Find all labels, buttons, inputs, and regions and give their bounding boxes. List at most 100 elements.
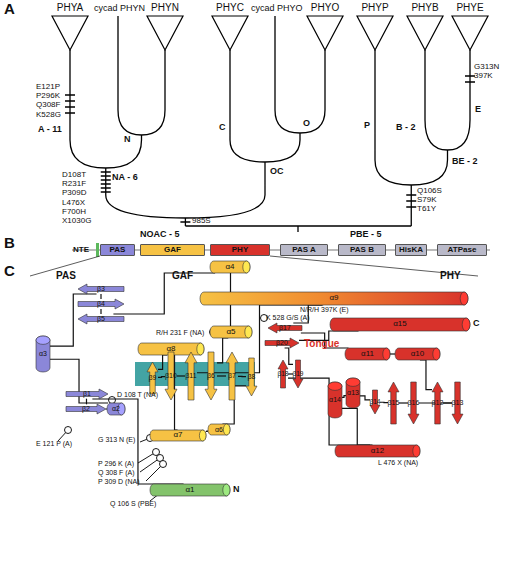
shape-outline (345, 348, 390, 360)
figure-label: BE - 2 (452, 156, 478, 166)
node-label: β19 (293, 370, 304, 377)
helix-body (200, 292, 468, 305)
shape-outline (265, 338, 299, 348)
node-label: β1 (83, 390, 91, 398)
node-label: β15 (388, 399, 400, 407)
loop-connector (342, 396, 346, 398)
shape-outline (408, 382, 419, 424)
strand-arrow: β9 (147, 362, 158, 394)
loop-connector (217, 338, 228, 363)
shape-outline (78, 284, 124, 294)
strand-arrow: β2 (66, 404, 106, 414)
clade-triangle: PHYA (52, 2, 88, 50)
helix-body (345, 348, 390, 360)
strand-arrow: β4 (78, 299, 124, 309)
node-label: PHYP (361, 2, 388, 13)
strand-arrow: β1 (66, 389, 108, 399)
strand-arrow: β13 (452, 382, 463, 424)
node-label: β6 (207, 372, 215, 380)
helix-body (36, 336, 50, 372)
loop-connector (100, 309, 101, 314)
loop-connector (238, 376, 246, 378)
node-label: α5 (226, 328, 235, 337)
helix-cylinder: α5 (210, 326, 252, 338)
strand-arrow (78, 299, 124, 309)
node-label: PHYA (57, 2, 84, 13)
clade-triangle (212, 16, 248, 50)
zoom-lines (30, 256, 478, 276)
node-label: ATPase (448, 246, 477, 255)
strand-arrow: β3 (78, 284, 124, 294)
shape-outline (210, 261, 250, 273)
figure-label: PHY (440, 270, 461, 282)
strand-arrow (205, 352, 217, 400)
helix-end (433, 348, 440, 360)
shape-outline (147, 16, 183, 50)
domain-box: ATPase (437, 244, 487, 256)
node-label: β20 (276, 339, 288, 347)
shape-outline (452, 382, 463, 424)
figure-label: E121P P296K Q308F K528G (36, 82, 68, 119)
clade-triangle: PHYO (307, 2, 343, 50)
figure-label: NTE (73, 245, 89, 254)
figure-label: cycad PHYO (251, 3, 303, 13)
helix-cylinder: α10 (395, 348, 440, 360)
shape-outline (370, 390, 380, 414)
figure-label: C (4, 262, 15, 279)
strand-arrow: β15 (388, 382, 399, 424)
figure-label: A (4, 0, 15, 17)
node-label: PHYC (216, 2, 244, 13)
figure-label: P 309 D (NA) (98, 478, 140, 486)
node-label: PHYN (151, 2, 179, 13)
node-label: α3 (39, 350, 47, 358)
shape-outline (346, 378, 360, 408)
node-label: β14 (370, 398, 381, 405)
helix-end (413, 445, 420, 457)
strand-arrow (452, 382, 463, 424)
helix-end (199, 430, 206, 441)
helix-body (150, 430, 206, 441)
figure-label: C (219, 122, 226, 132)
helix-cylinder: α4 (210, 261, 250, 273)
node-label: β7 (228, 372, 236, 380)
shape-outline (36, 336, 50, 372)
helix-end (328, 382, 342, 390)
figure-label: Tongue (304, 338, 339, 350)
helix-body (150, 484, 230, 496)
figure-label: L 476 X (NA) (378, 459, 418, 467)
strand-arrow (226, 352, 238, 400)
node-label: β11 (185, 372, 196, 380)
node-label: PHY (232, 246, 248, 255)
loop-connector (288, 373, 293, 374)
helix-end (223, 484, 230, 496)
loop-connector (100, 294, 101, 299)
helix-body (208, 424, 230, 435)
helix-end (460, 292, 468, 305)
figure-label: PBE - 5 (350, 229, 382, 239)
node-label: HisKA (399, 246, 423, 255)
node-label: α14 (329, 396, 341, 404)
strand-arrow (388, 382, 399, 424)
figure-label: cycad PHYN (94, 3, 145, 13)
node-label: PHYO (311, 2, 339, 13)
node-label: β8 (248, 373, 256, 381)
tree-branches (70, 16, 470, 232)
clade-triangle (147, 16, 183, 50)
node-label: β12 (432, 399, 444, 407)
site-circle (160, 461, 167, 468)
strand-arrow (268, 323, 302, 333)
strand-arrow: β18 (278, 360, 288, 388)
figure-label: G 313 N (E) (98, 436, 135, 444)
clade-triangle: PHYC (212, 2, 248, 50)
figure-label: PAS (56, 270, 76, 282)
loop-connector (420, 360, 432, 390)
figure-label: Q 308 F (A) (98, 469, 135, 477)
strand-arrow: β16 (408, 382, 419, 424)
strand-arrow (185, 352, 197, 400)
shape-outline (226, 352, 238, 400)
node-label: β5 (97, 315, 105, 323)
shape-outline (165, 352, 177, 400)
site-circle (65, 427, 72, 434)
loop-connector (158, 376, 165, 378)
